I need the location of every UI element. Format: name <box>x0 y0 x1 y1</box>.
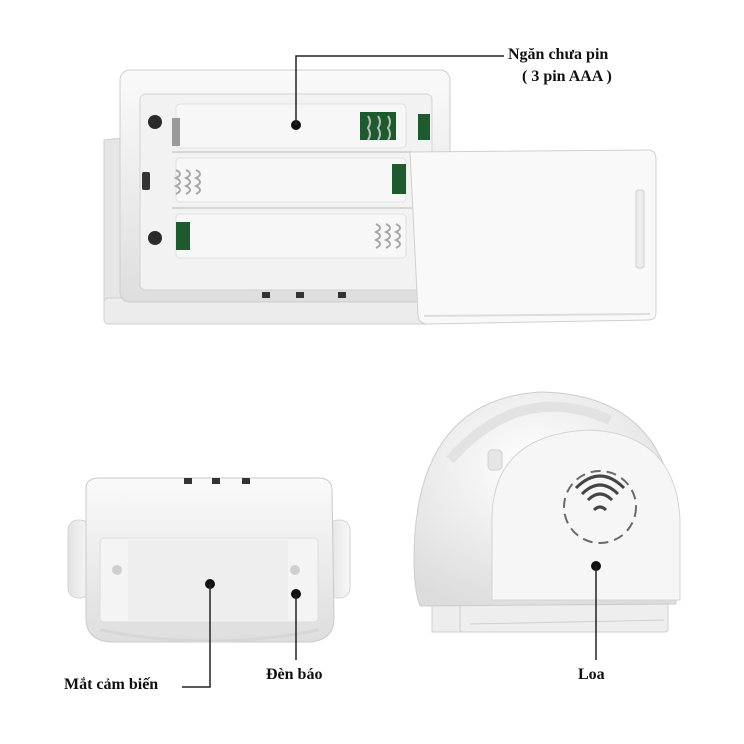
speaker-unit <box>413 391 681 633</box>
spring-coil <box>173 169 201 195</box>
speaker-label: Loa <box>578 666 605 683</box>
battery-unit <box>103 69 657 325</box>
sensor-unit <box>67 477 351 643</box>
indicator-light-label: Đèn báo <box>266 666 323 683</box>
spring-contact <box>418 114 430 140</box>
switch <box>184 478 192 484</box>
switch <box>296 292 304 298</box>
panel-dot <box>112 565 122 575</box>
cover-edge <box>423 313 651 317</box>
sensor-eye-label: Mắt cảm biến <box>64 676 159 693</box>
flat-contact <box>172 118 180 146</box>
callout-speaker <box>591 561 601 660</box>
switch <box>338 292 346 298</box>
indicator-led <box>290 565 300 575</box>
latch-slot <box>142 172 150 190</box>
dome-highlight <box>446 401 613 464</box>
cover-clip <box>635 189 645 269</box>
sound-wave-icon <box>580 483 620 496</box>
sound-wave-icon <box>574 474 626 490</box>
spring-coil <box>373 223 401 249</box>
battery-slot <box>175 213 407 259</box>
switch <box>212 478 220 484</box>
speaker-face <box>491 429 681 601</box>
battery-type-label: ( 3 pin AAA ) <box>522 68 612 85</box>
screw-hole <box>148 115 162 129</box>
switch <box>242 478 250 484</box>
screw-hole <box>148 231 162 245</box>
callout-line <box>295 55 504 125</box>
spring-contact <box>176 222 190 250</box>
callout-sensor <box>182 579 215 688</box>
spring-coil <box>366 115 391 141</box>
spring-contact <box>392 164 406 194</box>
speaker-grille <box>563 470 637 544</box>
callout-led <box>291 589 301 660</box>
battery-slot <box>175 157 407 203</box>
sound-wave-icon <box>592 505 608 512</box>
dome-notch <box>487 449 503 471</box>
switch <box>262 292 270 298</box>
battery-cover <box>409 149 657 325</box>
sound-wave-icon <box>586 492 614 502</box>
stand-edge <box>469 619 665 625</box>
callout-battery <box>291 55 504 130</box>
battery-compartment-label: Ngăn chưa pin <box>508 46 609 63</box>
callout-line <box>182 584 211 688</box>
